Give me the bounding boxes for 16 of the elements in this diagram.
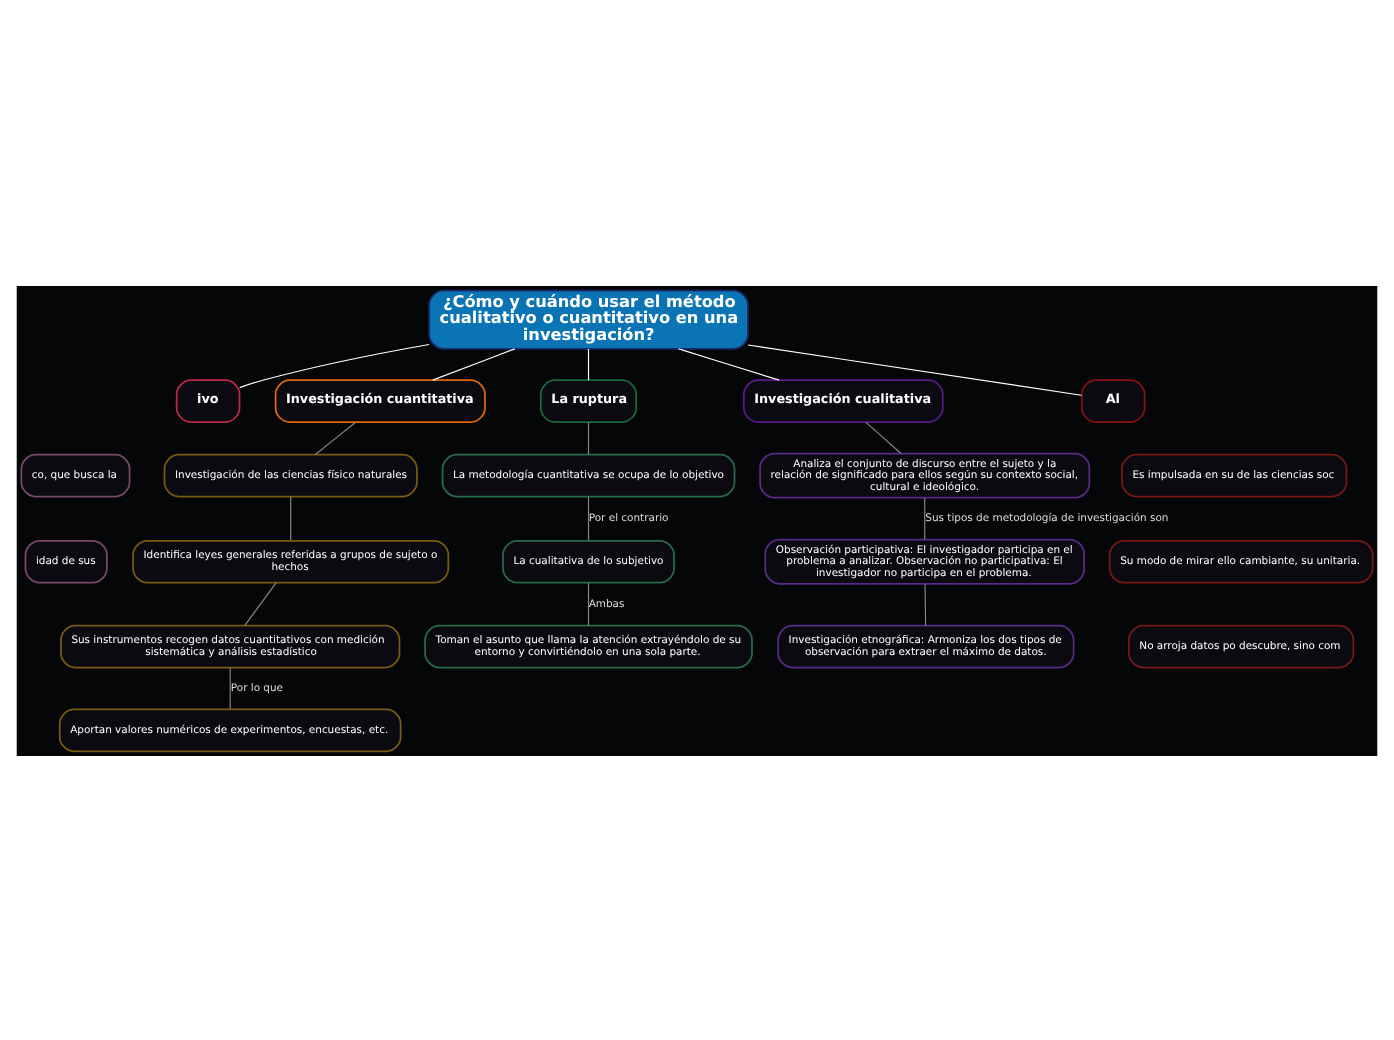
connector [229,666,231,709]
connector [244,581,277,626]
connector [678,347,780,380]
connector [587,581,590,626]
connector [239,342,430,388]
connector [924,582,927,626]
connector [865,420,902,454]
connector [290,495,292,540]
connector [747,343,1082,395]
connector [587,347,590,380]
connector [587,495,590,540]
connector [587,420,590,455]
connector [924,496,926,539]
connector [314,420,356,455]
node-box: ¿Cómo y cuándo usar el método cualitativo o cuantitativo en una investigación? [428,288,749,349]
connector [432,347,516,380]
